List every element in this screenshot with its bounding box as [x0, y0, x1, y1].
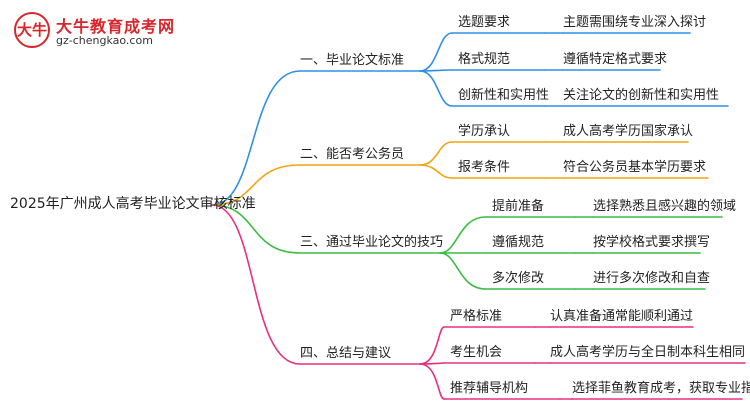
leaf-detail: 成人高考学历国家承认	[563, 124, 694, 139]
branch-connector	[211, 164, 301, 206]
leaf-label: 格式规范	[458, 52, 511, 67]
branch-connector	[211, 204, 301, 365]
branch-label-3: 三、通过毕业论文的技巧	[300, 235, 444, 250]
leaf-connector	[419, 326, 445, 365]
leaf-detail: 认真准备通常能顺利通过	[550, 309, 694, 324]
leaf-detail: 主题需围绕专业深入探讨	[563, 15, 707, 30]
leaf-connector	[419, 32, 453, 72]
leaf-detail: 按学校格式要求撰写	[593, 235, 711, 250]
leaf-detail: 关注论文的创新性和实用性	[563, 88, 720, 103]
root-topic: 2025年广州成人高考毕业论文审核标准	[10, 196, 256, 212]
leaf-label: 报考条件	[458, 160, 511, 175]
leaf-label: 学历承认	[458, 124, 511, 139]
leaf-label: 提前准备	[492, 199, 545, 214]
leaf-connector	[419, 70, 453, 107]
leaf-detail: 遵循特定格式要求	[563, 52, 668, 67]
leaf-detail: 进行多次修改和自查	[593, 271, 711, 286]
leaf-label: 选题要求	[458, 15, 511, 30]
leaf-connector	[419, 164, 453, 179]
leaf-connector	[439, 216, 487, 254]
leaf-detail: 成人高考学历与全日制本科生相同	[550, 345, 746, 360]
site-logo[interactable]: 大牛 大牛教育成考网 gz-chengkao.com	[14, 12, 174, 52]
leaf-detail: 选择熟悉且感兴趣的领域	[593, 199, 737, 214]
logo-mark-icon: 大牛	[14, 12, 50, 48]
branch-label-4: 四、总结与建议	[300, 346, 392, 361]
leaf-label: 严格标准	[450, 309, 503, 324]
leaf-label: 多次修改	[492, 271, 545, 286]
branch-label-2: 二、能否考公务员	[300, 147, 405, 162]
logo-title: 大牛教育成考网	[56, 17, 176, 36]
leaf-label: 遵循规范	[492, 235, 545, 250]
leaf-label: 推荐辅导机构	[450, 381, 529, 396]
leaf-detail: 符合公务员基本学历要求	[563, 160, 707, 175]
branch-label-1: 一、毕业论文标准	[300, 53, 405, 68]
leaf-detail: 选择菲鱼教育成考，获取专业指导	[572, 381, 750, 396]
leaf-label: 创新性和实用性	[458, 88, 550, 103]
leaf-connector	[439, 252, 487, 290]
branch-connector	[211, 204, 301, 254]
leaf-label: 考生机会	[450, 345, 503, 360]
logo-url: gz-chengkao.com	[56, 34, 153, 47]
leaf-connector	[419, 141, 453, 166]
leaf-connector	[419, 363, 445, 400]
branch-connector	[211, 70, 301, 206]
